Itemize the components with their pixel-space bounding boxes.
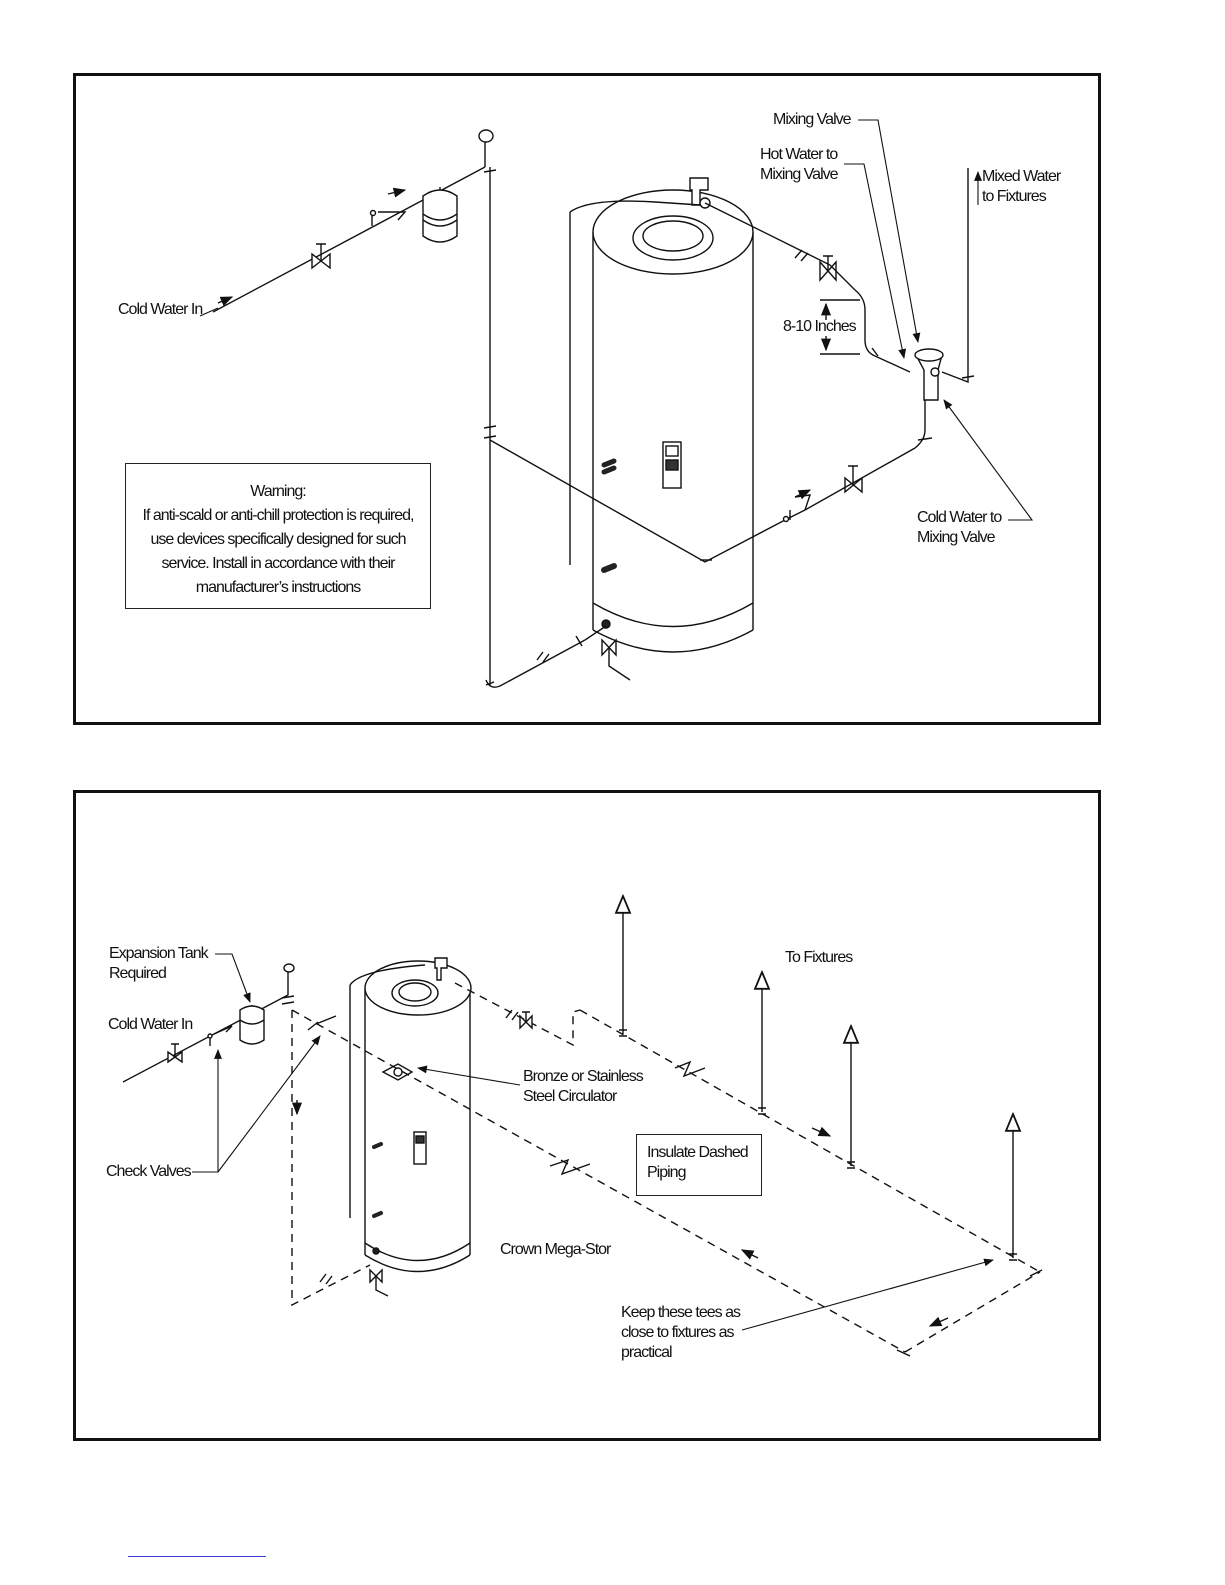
crown-mega-stor-label: Crown Mega-Stor bbox=[500, 1241, 611, 1258]
keep-tees-line-2: close to fixtures as bbox=[621, 1324, 734, 1341]
circulator-line-2: Steel Circulator bbox=[523, 1088, 617, 1105]
mixed-water-label-line-1: Mixed Water bbox=[982, 168, 1061, 185]
warning-line-1: If anti-scald or anti-chill protection i… bbox=[142, 507, 415, 524]
warning-line-2: use devices specifically designed for su… bbox=[150, 531, 406, 548]
expansion-tank-label: Expansion Tank Required bbox=[109, 944, 209, 984]
top-hot-water-piping bbox=[704, 168, 975, 401]
top-water-heater-tank bbox=[569, 177, 754, 653]
circulator-line-1: Bronze or Stainless bbox=[523, 1068, 644, 1085]
hot-water-to-mixing-valve-label: Hot Water to Mixing Valve bbox=[760, 145, 839, 185]
cold-water-mv-line-1: Cold Water to bbox=[917, 509, 1002, 526]
bottom-cold-water-piping bbox=[122, 963, 295, 1083]
warning-title: Warning: bbox=[250, 483, 306, 500]
expansion-tank-line-1: Expansion Tank bbox=[109, 945, 209, 962]
keep-tees-line-3: practical bbox=[621, 1344, 673, 1361]
mixing-valve-label: Mixing Valve bbox=[773, 111, 852, 128]
bottom-diagram-panel bbox=[73, 790, 1101, 1441]
circulator-label: Bronze or Stainless Steel Circulator bbox=[523, 1067, 644, 1107]
top-cold-water-piping bbox=[212, 129, 933, 688]
bottom-cold-water-in-label: Cold Water In bbox=[108, 1016, 193, 1033]
footer-link-underline[interactable] bbox=[128, 1556, 266, 1557]
insulate-line-2: Piping bbox=[647, 1164, 686, 1181]
warning-line-3: service. Install in accordance with thei… bbox=[161, 555, 396, 572]
hot-water-label-line-1: Hot Water to bbox=[760, 146, 838, 163]
expansion-tank-line-2: Required bbox=[109, 965, 167, 982]
check-valves-label: Check Valves bbox=[106, 1163, 192, 1180]
bottom-water-heater-tank bbox=[349, 957, 472, 1273]
top-cold-water-in-label: Cold Water In bbox=[118, 301, 203, 318]
hot-water-label-line-2: Mixing Valve bbox=[760, 166, 839, 183]
cold-water-mv-line-2: Mixing Valve bbox=[917, 529, 996, 546]
mixed-water-label-line-2: to Fixtures bbox=[982, 188, 1047, 205]
keep-tees-label: Keep these tees as close to fixtures as … bbox=[621, 1303, 741, 1363]
mixed-water-to-fixtures-label: Mixed Water to Fixtures bbox=[982, 167, 1061, 207]
cold-water-to-mixing-valve-label: Cold Water to Mixing Valve bbox=[917, 508, 1002, 548]
warning-box: Warning: If anti-scald or anti-chill pro… bbox=[125, 463, 431, 609]
bottom-solid-details bbox=[291, 896, 1043, 1357]
eight-ten-inches-label: 8-10 Inches bbox=[783, 318, 857, 335]
insulate-dashed-piping-box: Insulate Dashed Piping bbox=[636, 1134, 762, 1196]
insulate-line-1: Insulate Dashed bbox=[647, 1144, 749, 1161]
bottom-leader-lines bbox=[192, 953, 994, 1331]
top-leader-lines bbox=[199, 119, 1034, 521]
keep-tees-line-1: Keep these tees as bbox=[621, 1304, 741, 1321]
to-fixtures-label: To Fixtures bbox=[785, 949, 853, 966]
warning-line-4: manufacturer’s instructions bbox=[195, 579, 362, 596]
